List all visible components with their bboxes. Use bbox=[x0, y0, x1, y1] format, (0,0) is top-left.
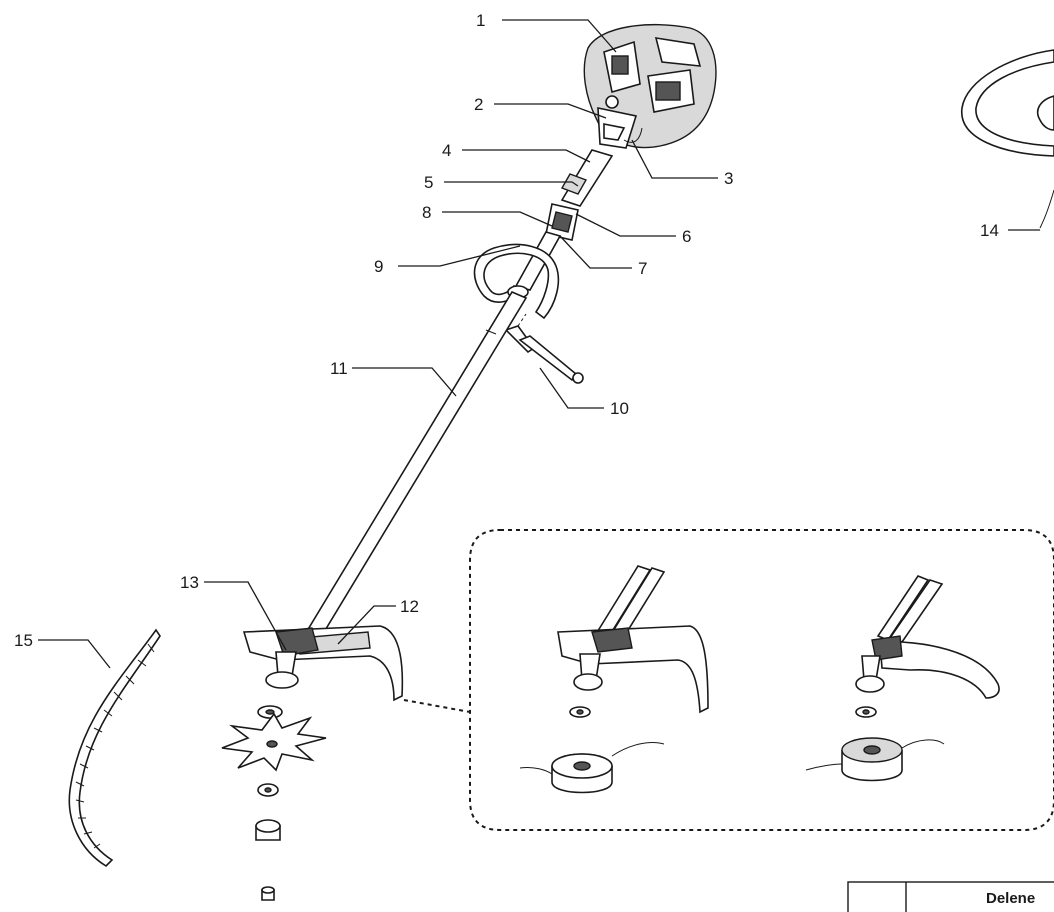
gear-head bbox=[265, 627, 319, 689]
blade-guard bbox=[242, 625, 404, 702]
parts-table: Delene bbox=[847, 881, 1054, 912]
coupling-assembly bbox=[514, 149, 614, 291]
label-1: 1 bbox=[476, 11, 485, 30]
trimmer-head-inset bbox=[403, 529, 1054, 831]
label-4: 4 bbox=[442, 141, 451, 160]
main-shaft bbox=[302, 290, 528, 644]
blade-cover-strip bbox=[68, 628, 161, 868]
label-5: 5 bbox=[424, 173, 433, 192]
label-10: 10 bbox=[610, 399, 629, 418]
label-2: 2 bbox=[474, 95, 483, 114]
label-3: 3 bbox=[724, 169, 733, 188]
label-9: 9 bbox=[374, 257, 383, 276]
callouts: 1 2 3 4 5 6 7 8 9 10 11 12 13 bbox=[14, 11, 1040, 669]
label-8: 8 bbox=[422, 203, 431, 222]
shoulder-strap bbox=[961, 49, 1054, 229]
label-13: 13 bbox=[180, 573, 199, 592]
label-15: 15 bbox=[14, 631, 33, 650]
label-12: 12 bbox=[400, 597, 419, 616]
label-6: 6 bbox=[682, 227, 691, 246]
barrier-bar bbox=[504, 313, 584, 384]
label-7: 7 bbox=[638, 259, 647, 278]
table-header: Delene bbox=[986, 890, 1035, 907]
inset-head-b bbox=[805, 575, 1000, 782]
throttle-housing bbox=[597, 107, 643, 149]
label-14: 14 bbox=[980, 221, 999, 240]
blade-stack bbox=[221, 705, 327, 901]
label-11: 11 bbox=[330, 359, 348, 378]
inset-head-a bbox=[519, 565, 709, 794]
